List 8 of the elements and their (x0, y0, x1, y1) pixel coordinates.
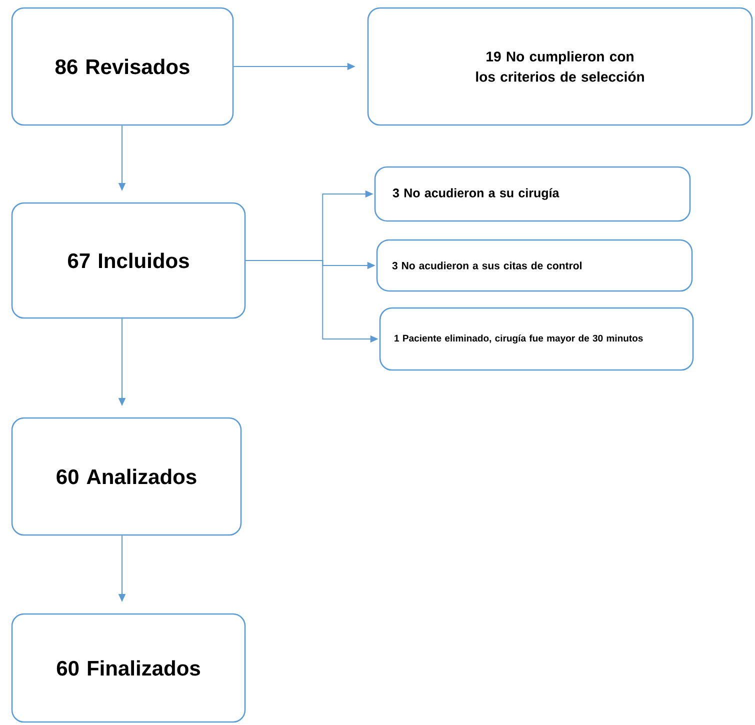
exclusion-box: 3 No acudieron a sus citas de control (376, 239, 693, 292)
process-box: 60 Analizados (11, 417, 242, 536)
exclusion-box: 19 No cumplieron con los criterios de selección (367, 7, 753, 126)
process-box: 86 Revisados (11, 7, 234, 126)
exclusion-box: 3 No acudieron a su cirugía (374, 166, 691, 222)
exclusion-box: 1 Paciente eliminado, cirugía fue mayor de 30 minutos (379, 307, 694, 371)
process-box: 60 Finalizados (11, 613, 246, 723)
process-box: 67 Incluidos (11, 202, 246, 319)
